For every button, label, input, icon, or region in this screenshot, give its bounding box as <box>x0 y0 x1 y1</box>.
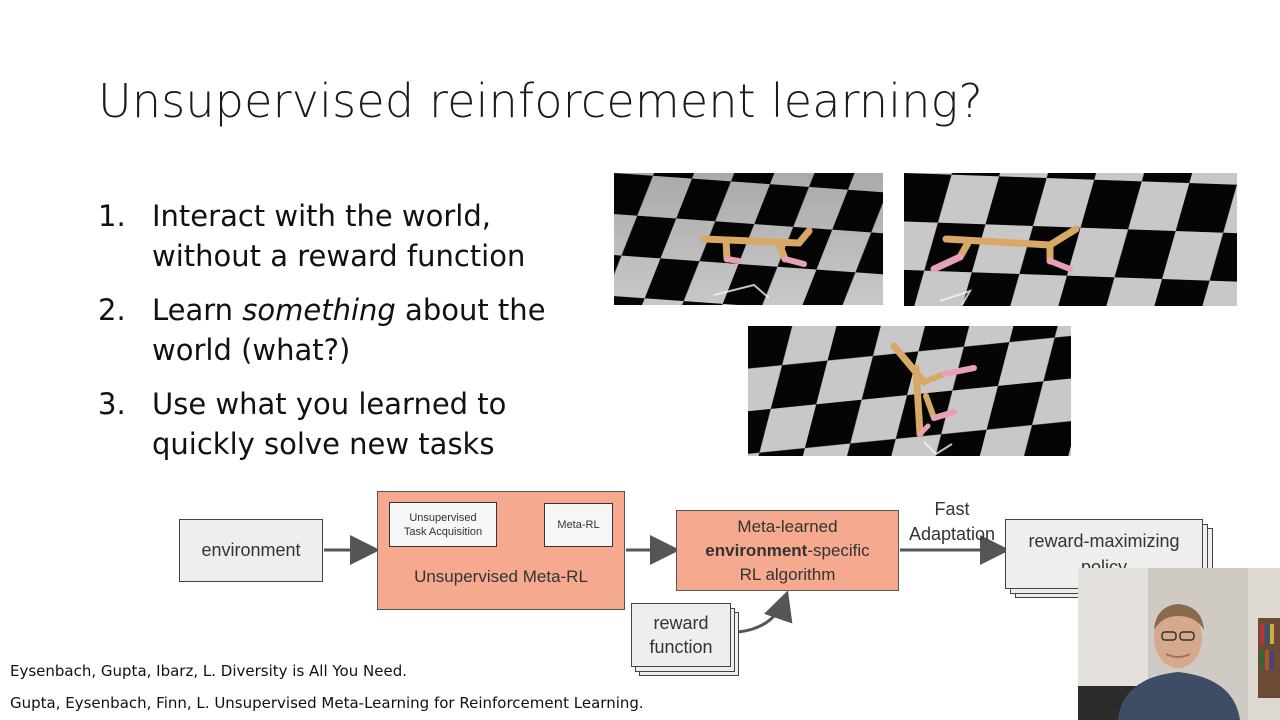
step-text-line2: world (what?) <box>152 333 351 367</box>
webcam-overlay <box>1078 568 1280 720</box>
arrow-reward-to-metalearned <box>737 590 793 634</box>
step-text-post: about the <box>395 293 546 327</box>
step-number: 1. <box>98 199 126 233</box>
policy-label-line1: reward-maximizing <box>1028 531 1180 551</box>
task-acquisition-line1: Unsupervised <box>409 511 477 524</box>
meta-learned-algorithm-box: Meta-learned environment-specific RL alg… <box>676 510 899 591</box>
task-acquisition-line2: Task Acquisition <box>403 525 483 538</box>
step-text-line1: Use what you learned to <box>152 387 507 421</box>
meta-rl-box: Meta-RL <box>544 503 613 547</box>
citation-1: Eysenbach, Gupta, Ibarz, L. Diversity is… <box>10 662 407 680</box>
step-text-line1: Learn something about the <box>152 290 546 330</box>
meta-learned-line1: Meta-learned <box>737 516 838 536</box>
environment-label: environment <box>201 540 301 560</box>
step-text-line1: Interact with the world, <box>152 199 491 233</box>
meta-learned-bold: environment <box>705 540 808 560</box>
task-acquisition-box: Unsupervised Task Acquisition <box>389 502 497 547</box>
meta-learned-line2: environment-specific <box>705 539 869 563</box>
slide-title: Unsupervised reinforcement learning? <box>98 74 984 128</box>
step-text-line2: without a reward function <box>152 239 526 273</box>
reward-function-line1: reward <box>653 613 709 633</box>
citation-2: Gupta, Eysenbach, Finn, L. Unsupervised … <box>10 694 644 712</box>
unsupervised-meta-rl-label: Unsupervised Meta-RL <box>414 567 588 586</box>
simulation-image-1 <box>614 173 883 305</box>
step-text-pre: Learn <box>152 293 243 327</box>
fast-adaptation-line2: Adaptation <box>908 524 996 544</box>
simulation-image-2 <box>904 173 1237 306</box>
fast-adaptation-label: Fast Adaptation <box>902 497 1002 547</box>
step-number: 3. <box>98 387 126 421</box>
meta-learned-line3: RL algorithm <box>739 564 836 584</box>
step-text-emphasis: something <box>242 293 396 327</box>
reward-function-line2: function <box>649 637 713 657</box>
environment-box: environment <box>179 519 323 582</box>
step-number: 2. <box>98 293 126 327</box>
meta-learned-suffix: -specific <box>807 540 870 560</box>
fast-adaptation-line1: Fast <box>934 499 970 519</box>
simulation-image-3 <box>748 326 1071 456</box>
meta-rl-label: Meta-RL <box>557 519 600 531</box>
reward-function-box: reward function <box>631 603 731 667</box>
step-text-line2: quickly solve new tasks <box>152 427 495 461</box>
